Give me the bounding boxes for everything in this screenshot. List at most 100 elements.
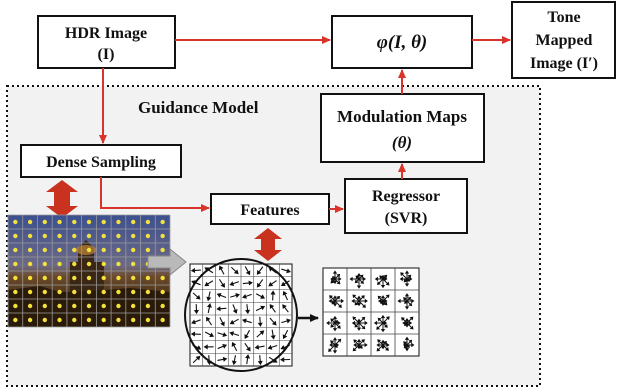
histogram-bin-head: [331, 300, 336, 305]
output-line-3: Image (I′): [530, 55, 598, 72]
sample-dot: [116, 275, 121, 281]
histogram-bin-head: [409, 276, 413, 282]
hdr-image-box: HDR Image (I): [37, 15, 176, 69]
sample-dot: [57, 219, 62, 225]
histogram-bin-head: [354, 279, 359, 284]
sample-dot: [116, 289, 121, 295]
sample-dot: [27, 303, 33, 309]
gradient-arrow-head: [220, 321, 225, 327]
sample-dot: [101, 303, 106, 309]
gradient-arrow-head: [280, 345, 286, 350]
histogram-bin-head: [332, 328, 338, 332]
histogram-bin-head: [336, 280, 341, 285]
sample-dot: [72, 247, 77, 253]
histogram-bin-head: [340, 298, 345, 304]
histogram-bin-head: [377, 295, 382, 300]
sample-dot: [57, 275, 62, 281]
zoom-arrow: [147, 247, 187, 277]
histogram-bin-head: [377, 298, 382, 304]
gradient-arrow-head: [286, 318, 291, 324]
histogram-bin-head: [380, 274, 386, 279]
regressor-title: Regressor: [372, 188, 440, 205]
histogram-bin-head: [376, 325, 381, 330]
histogram-bin-head: [352, 294, 357, 299]
gradient-arrow-head: [271, 320, 277, 326]
sample-dot: [86, 261, 92, 267]
histogram-bin-head: [330, 279, 335, 284]
sample-dot: [27, 275, 33, 281]
histogram-bin-head: [356, 338, 362, 343]
sample-dot: [42, 303, 48, 309]
sample-dot: [42, 261, 48, 267]
histogram-bin-head: [356, 285, 362, 289]
sample-dot: [160, 317, 165, 323]
sample-dot: [13, 303, 18, 309]
histogram-bin-head: [402, 342, 407, 348]
histogram-bin-head: [351, 320, 356, 326]
sample-dot: [145, 289, 151, 295]
sample-dot: [160, 233, 165, 239]
sample-dot: [57, 289, 62, 295]
features-box: Features: [210, 193, 330, 225]
sample-dot: [130, 303, 136, 309]
histogram-bin-head: [356, 327, 362, 331]
histogram-bin-head: [361, 325, 366, 330]
histogram-bin-head: [361, 339, 365, 343]
hdr-thumbnail: [7, 214, 171, 328]
gradient-arrow-head: [216, 306, 221, 312]
gradient-arrow-head: [260, 294, 265, 299]
histogram-bin-head: [380, 328, 386, 333]
sample-dot: [160, 289, 165, 295]
modulation-maps-box: Modulation Maps (θ): [320, 93, 485, 163]
gradient-arrow-head: [257, 322, 263, 327]
sample-dot: [101, 275, 106, 281]
output-box: Tone Mapped Image (I′): [511, 1, 616, 79]
hdr-image-symbol: (I): [98, 46, 115, 63]
sample-dot: [27, 289, 33, 295]
gradient-arrow-head: [209, 332, 215, 338]
histogram-bin-head: [332, 276, 336, 280]
gradient-arrow-head: [244, 334, 249, 339]
histogram-bin-head: [385, 294, 390, 299]
histogram-bin-head: [404, 270, 410, 274]
histogram-bin-head: [358, 344, 363, 349]
histogram-bin-head: [376, 342, 380, 348]
sample-dot: [27, 219, 33, 225]
guidance-model-label: Guidance Model: [138, 98, 259, 117]
sample-dot: [145, 247, 151, 253]
histogram-bin-head: [409, 325, 414, 330]
histogram-bin-head: [356, 346, 362, 350]
histogram-bin-head: [411, 298, 415, 304]
sample-dot: [116, 261, 121, 267]
sample-dot: [101, 261, 106, 267]
histogram-bin-head: [338, 276, 342, 282]
gradient-arrow-head: [204, 281, 210, 287]
gradient-arrow-head: [231, 341, 237, 347]
gradient-arrow-head: [195, 355, 201, 361]
sample-dot: [130, 247, 136, 253]
histogram-bin-head: [408, 302, 413, 307]
gradient-arrow-head: [286, 268, 291, 274]
histogram-bin-head: [380, 295, 386, 299]
sample-dot: [160, 275, 165, 281]
histogram-bin-head: [380, 314, 386, 319]
histogram-bin-head: [380, 346, 386, 350]
histogram-bin-head: [360, 295, 365, 300]
histogram-bin-head: [329, 342, 333, 348]
histogram-bin-head: [332, 315, 338, 320]
sample-dot: [160, 303, 165, 309]
gradient-arrow-head: [245, 270, 251, 276]
histogram-bin-head: [332, 303, 338, 307]
gradient-arrow-head: [254, 344, 260, 350]
gradient-arrow-head: [218, 265, 224, 271]
histogram-bin-head: [330, 318, 335, 323]
sample-dot: [57, 233, 62, 239]
histogram-bin-head: [409, 316, 414, 321]
sample-dot: [57, 261, 62, 267]
histogram-bin-head: [362, 276, 367, 282]
sample-dot: [116, 219, 121, 225]
histogram-bin-head: [338, 304, 342, 308]
gradient-arrow-head: [233, 269, 239, 275]
sample-dot: [13, 233, 18, 239]
modulation-maps-symbol: (θ): [392, 133, 412, 152]
